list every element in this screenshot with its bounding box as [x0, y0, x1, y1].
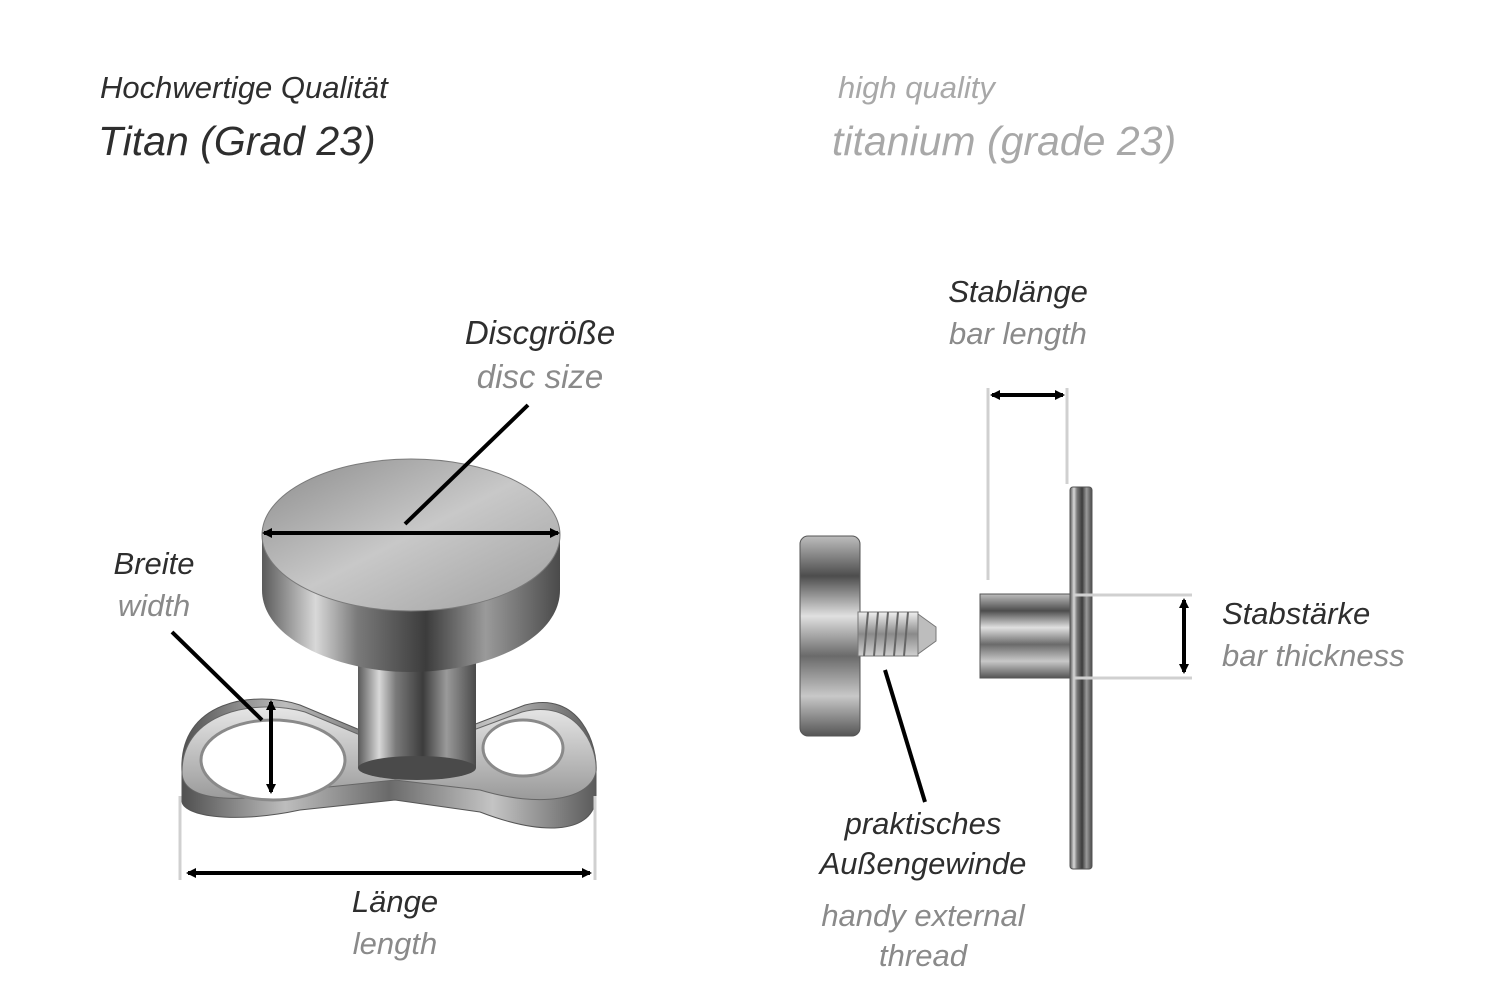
disc-size-leader: [403, 403, 530, 526]
anchor-bar: [979, 593, 1073, 679]
right-hole: [481, 718, 565, 778]
bar-length-label-en: bar length: [949, 316, 1087, 351]
header-en-subtitle: high quality: [838, 70, 995, 105]
length-label-de: Länge: [351, 884, 439, 919]
thread-leader: [883, 669, 927, 803]
post-base: [358, 756, 476, 780]
external-thread: [857, 611, 937, 657]
header-de-title: Titan (Grad 23): [98, 118, 376, 164]
disc-size-label-en: disc size: [476, 358, 604, 395]
header-de-subtitle: Hochwertige Qualität: [100, 70, 388, 105]
header-en-title: titanium (grade 23): [832, 118, 1177, 164]
thread-label-en-line2: thread: [879, 938, 967, 973]
thread-label-de-line1: praktisches: [844, 806, 1002, 841]
bar-length-label-de: Stablänge: [948, 274, 1088, 309]
thread-label-en-line1: handy external: [821, 898, 1025, 933]
thread-label-de-line2: Außengewinde: [819, 846, 1027, 881]
disc-size-label-de: Discgröße: [464, 314, 616, 351]
bar-thickness-label-de: Stabstärke: [1222, 596, 1371, 631]
width-label-de: Breite: [113, 546, 195, 581]
bar-thickness-label-en: bar thickness: [1222, 638, 1405, 673]
anchor-3d-illustration: [181, 458, 597, 829]
width-label-en: width: [117, 588, 191, 623]
width-leader: [170, 630, 264, 722]
top-disc-side: [799, 535, 861, 737]
length-label-en: length: [352, 926, 438, 961]
